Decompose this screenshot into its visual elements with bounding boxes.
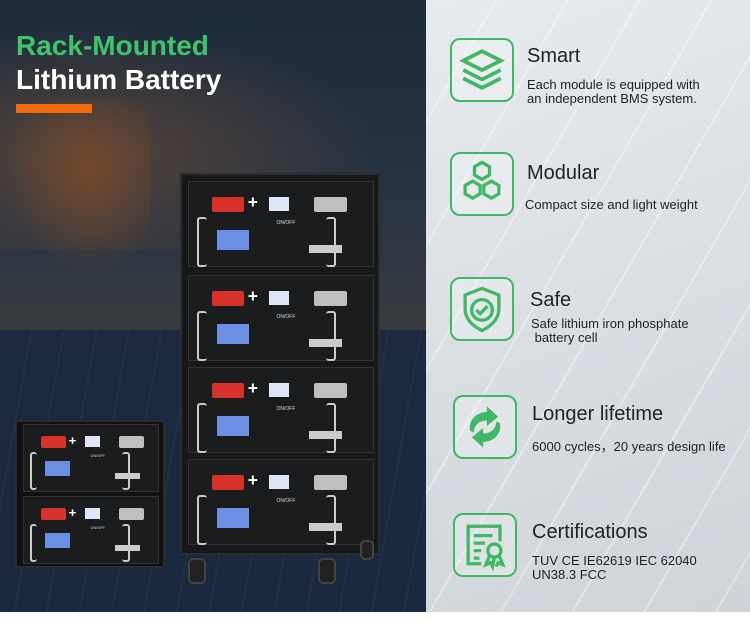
port-block [115,544,140,552]
feature-description: 6000 cycles，20 years design life [532,439,726,454]
negative-terminal [119,508,144,520]
features-panel: Smart Each module is equipped with an in… [426,0,750,612]
lcd-display [44,461,70,477]
feature-title: Safe [530,289,572,311]
title-line-2: Lithium Battery [16,64,222,95]
lcd-display [216,323,249,344]
breaker-switch [84,508,100,519]
caster-wheel [188,558,206,584]
plus-sign-icon: + [247,470,258,490]
power-switch-label: ON/OFF [276,313,296,320]
port-block [309,244,342,254]
bottom-margin [0,612,750,621]
positive-terminal [211,197,244,212]
left-handle [196,495,207,545]
port-block [115,472,140,480]
right-handle [121,523,130,562]
battery-rack-cabinet: + ON/OFF + ON/OFF + ON/OFF + ON/OFF [180,173,380,555]
background-solar-grid [426,0,750,612]
plus-sign-icon: + [247,286,258,306]
left-handle [196,311,207,361]
lcd-display [216,507,249,528]
title-underline [16,104,92,113]
battery-module: + ON/OFF [23,496,159,564]
battery-module: + ON/OFF [188,367,374,453]
feature-title: Smart [527,45,581,67]
plus-sign-icon: + [68,432,77,448]
port-block [309,522,342,532]
breaker-switch [269,291,289,305]
feature-description: Compact size and light weight [525,197,698,212]
negative-terminal [314,383,347,398]
power-switch-label: ON/OFF [90,525,105,530]
negative-terminal [119,436,144,448]
breaker-switch [269,197,289,211]
battery-module: + ON/OFF [188,181,374,267]
shield-check-icon [450,277,514,341]
lcd-display [44,533,70,549]
hero-panel: Rack-Mounted Lithium Battery + ON/OFF + ON/… [0,0,426,612]
battery-module: + ON/OFF [188,275,374,361]
plus-sign-icon: + [247,192,258,212]
left-handle [29,451,38,490]
right-handle [121,451,130,490]
positive-terminal [211,475,244,490]
right-handle [325,495,336,545]
battery-stack-small: + ON/OFF + ON/OFF [15,420,165,568]
breaker-switch [269,475,289,489]
feature-title: Modular [527,162,600,184]
title-line-1: Rack-Mounted [16,30,209,61]
feature-title: Longer lifetime [532,403,664,425]
left-handle [29,523,38,562]
positive-terminal [211,383,244,398]
layers-icon [450,38,514,102]
port-block [309,430,342,440]
breaker-switch [84,436,100,447]
hexagons-icon [450,152,514,216]
plus-sign-icon: + [68,504,77,520]
feature-description: TUV CE IE62619 IEC 62040 UN38.3 FCC [532,553,697,582]
positive-terminal [41,508,66,520]
port-block [309,338,342,348]
lcd-display [216,415,249,436]
feature-description: Safe lithium iron phosphate battery cell [531,316,689,345]
negative-terminal [314,291,347,306]
certificate-icon [453,513,517,577]
power-switch-label: ON/OFF [90,453,105,458]
plus-sign-icon: + [247,378,258,398]
positive-terminal [41,436,66,448]
breaker-switch [269,383,289,397]
left-handle [196,403,207,453]
negative-terminal [314,197,347,212]
worker-photo [0,100,150,280]
left-handle [196,217,207,267]
refresh-arrows-icon [453,395,517,459]
battery-module: + ON/OFF [188,459,374,545]
caster-wheel [360,540,374,560]
right-handle [325,403,336,453]
power-switch-label: ON/OFF [276,219,296,226]
positive-terminal [211,291,244,306]
feature-title: Certifications [532,521,648,543]
battery-module: + ON/OFF [23,424,159,492]
lcd-display [216,229,249,250]
feature-description: Each module is equipped with an independ… [527,77,700,106]
caster-wheel [318,558,336,584]
right-handle [325,311,336,361]
negative-terminal [314,475,347,490]
power-switch-label: ON/OFF [276,497,296,504]
right-handle [325,217,336,267]
power-switch-label: ON/OFF [276,405,296,412]
